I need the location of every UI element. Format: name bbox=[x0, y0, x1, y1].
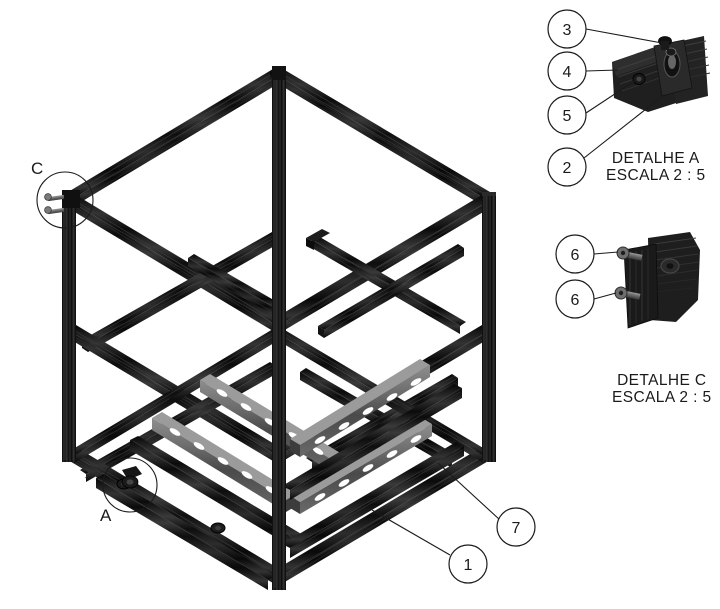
balloon-label-2: 2 bbox=[563, 160, 572, 177]
base-crossbeam-right-1 bbox=[282, 384, 462, 500]
balloon-main-1[interactable]: 1 bbox=[448, 544, 488, 584]
detail-c-profile-back bbox=[648, 232, 700, 322]
post-front-center bbox=[272, 70, 286, 590]
section-letter-c: C bbox=[31, 159, 44, 178]
brace-upper-right-diag-b bbox=[318, 244, 464, 338]
balloon-detail-c-6-lower[interactable]: 6 bbox=[555, 279, 595, 319]
balloon-detail-a-3[interactable]: 3 bbox=[547, 9, 587, 49]
detail-a-title: DETALHE A ESCALA 2 : 5 bbox=[606, 150, 706, 184]
foot-left-bottom bbox=[210, 522, 226, 534]
detail-c-title-line2: ESCALA 2 : 5 bbox=[612, 389, 712, 406]
balloon-label-7: 7 bbox=[512, 520, 521, 537]
section-letter-a: A bbox=[100, 506, 112, 525]
detail-c-screw-upper bbox=[616, 246, 643, 261]
balloon-label-1: 1 bbox=[464, 557, 473, 574]
profile-base-far-left bbox=[68, 326, 284, 463]
frame-structure bbox=[62, 66, 496, 590]
screw-c-lower bbox=[44, 206, 65, 215]
profile-top-front-right bbox=[270, 195, 490, 334]
profile-top-front-left bbox=[68, 195, 286, 334]
detail-c-view: 6 6 bbox=[555, 232, 700, 329]
balloon-label-3: 3 bbox=[563, 22, 572, 39]
detail-a-bolt-left bbox=[632, 73, 646, 85]
balloon-detail-a-2[interactable]: 2 bbox=[547, 147, 587, 187]
corner-block-left bbox=[62, 190, 80, 208]
detail-a-title-line1: DETALHE A bbox=[611, 150, 700, 167]
balloon-detail-a-5[interactable]: 5 bbox=[547, 95, 587, 135]
post-left bbox=[62, 192, 76, 462]
din-rail-3 bbox=[290, 359, 430, 457]
corner-bracket-a bbox=[121, 466, 142, 489]
detail-c-title-line1: DETALHE C bbox=[617, 372, 707, 389]
detail-circle-a-callout bbox=[102, 457, 158, 513]
profile-base-back-right bbox=[270, 447, 490, 586]
detail-a-view: 3 4 5 2 bbox=[547, 9, 711, 187]
balloon-main-7[interactable]: 7 bbox=[496, 507, 536, 547]
din-rail-2 bbox=[152, 412, 296, 512]
balloon-label-5: 5 bbox=[563, 108, 572, 125]
post-right bbox=[482, 192, 496, 462]
main-view-leaders bbox=[371, 462, 501, 556]
detail-a-title-line2: ESCALA 2 : 5 bbox=[606, 167, 706, 184]
balloon-label-6-upper: 6 bbox=[571, 247, 580, 264]
base-crossbeam-left-2 bbox=[96, 474, 276, 590]
balloon-detail-a-4[interactable]: 4 bbox=[547, 51, 587, 91]
screw-c-upper bbox=[44, 193, 65, 202]
detail-c-title: DETALHE C ESCALA 2 : 5 bbox=[612, 372, 712, 406]
corner-block-top bbox=[272, 66, 286, 80]
detail-c-profile-front bbox=[623, 243, 659, 329]
detail-a-joint-bracket bbox=[653, 39, 693, 97]
detail-c-tslot-center bbox=[660, 258, 680, 274]
detail-circle-c-callout bbox=[36, 171, 94, 229]
profile-top-back-left bbox=[68, 66, 286, 205]
brace-upper-left-diag-b bbox=[188, 254, 284, 318]
balloon-label-4: 4 bbox=[563, 64, 572, 81]
brace-stub-center-right bbox=[306, 229, 330, 250]
base-crossbeam-right-2 bbox=[282, 442, 464, 558]
detail-c-screw-lower bbox=[614, 286, 641, 300]
balloon-detail-c-6-upper[interactable]: 6 bbox=[555, 234, 595, 274]
brace-upper-left-diag-a bbox=[82, 232, 278, 352]
profile-top-back-right bbox=[270, 66, 490, 205]
balloon-label-6-lower: 6 bbox=[571, 292, 580, 309]
din-rail-4 bbox=[290, 418, 432, 514]
